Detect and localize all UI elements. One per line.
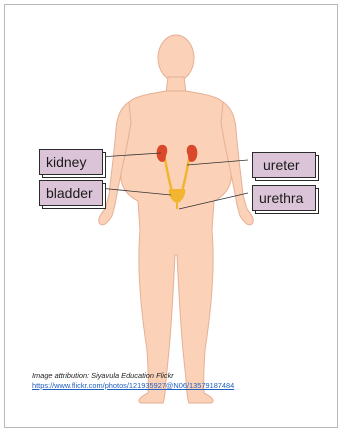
attribution: Image attribution: Siyavula Education Fl… [32, 371, 234, 391]
body-silhouette [99, 35, 253, 403]
label-urethra: urethra [252, 185, 316, 211]
label-bladder: bladder [39, 180, 103, 206]
label-ureter: ureter [252, 152, 316, 178]
diagram-frame: kidney bladder ureter urethra Image attr… [4, 4, 338, 428]
human-body-diagram [5, 5, 339, 429]
attribution-text: Image attribution: Siyavula Education Fl… [32, 371, 234, 381]
label-kidney: kidney [39, 149, 103, 175]
attribution-link[interactable]: https://www.flickr.com/photos/121935927@… [32, 381, 234, 391]
